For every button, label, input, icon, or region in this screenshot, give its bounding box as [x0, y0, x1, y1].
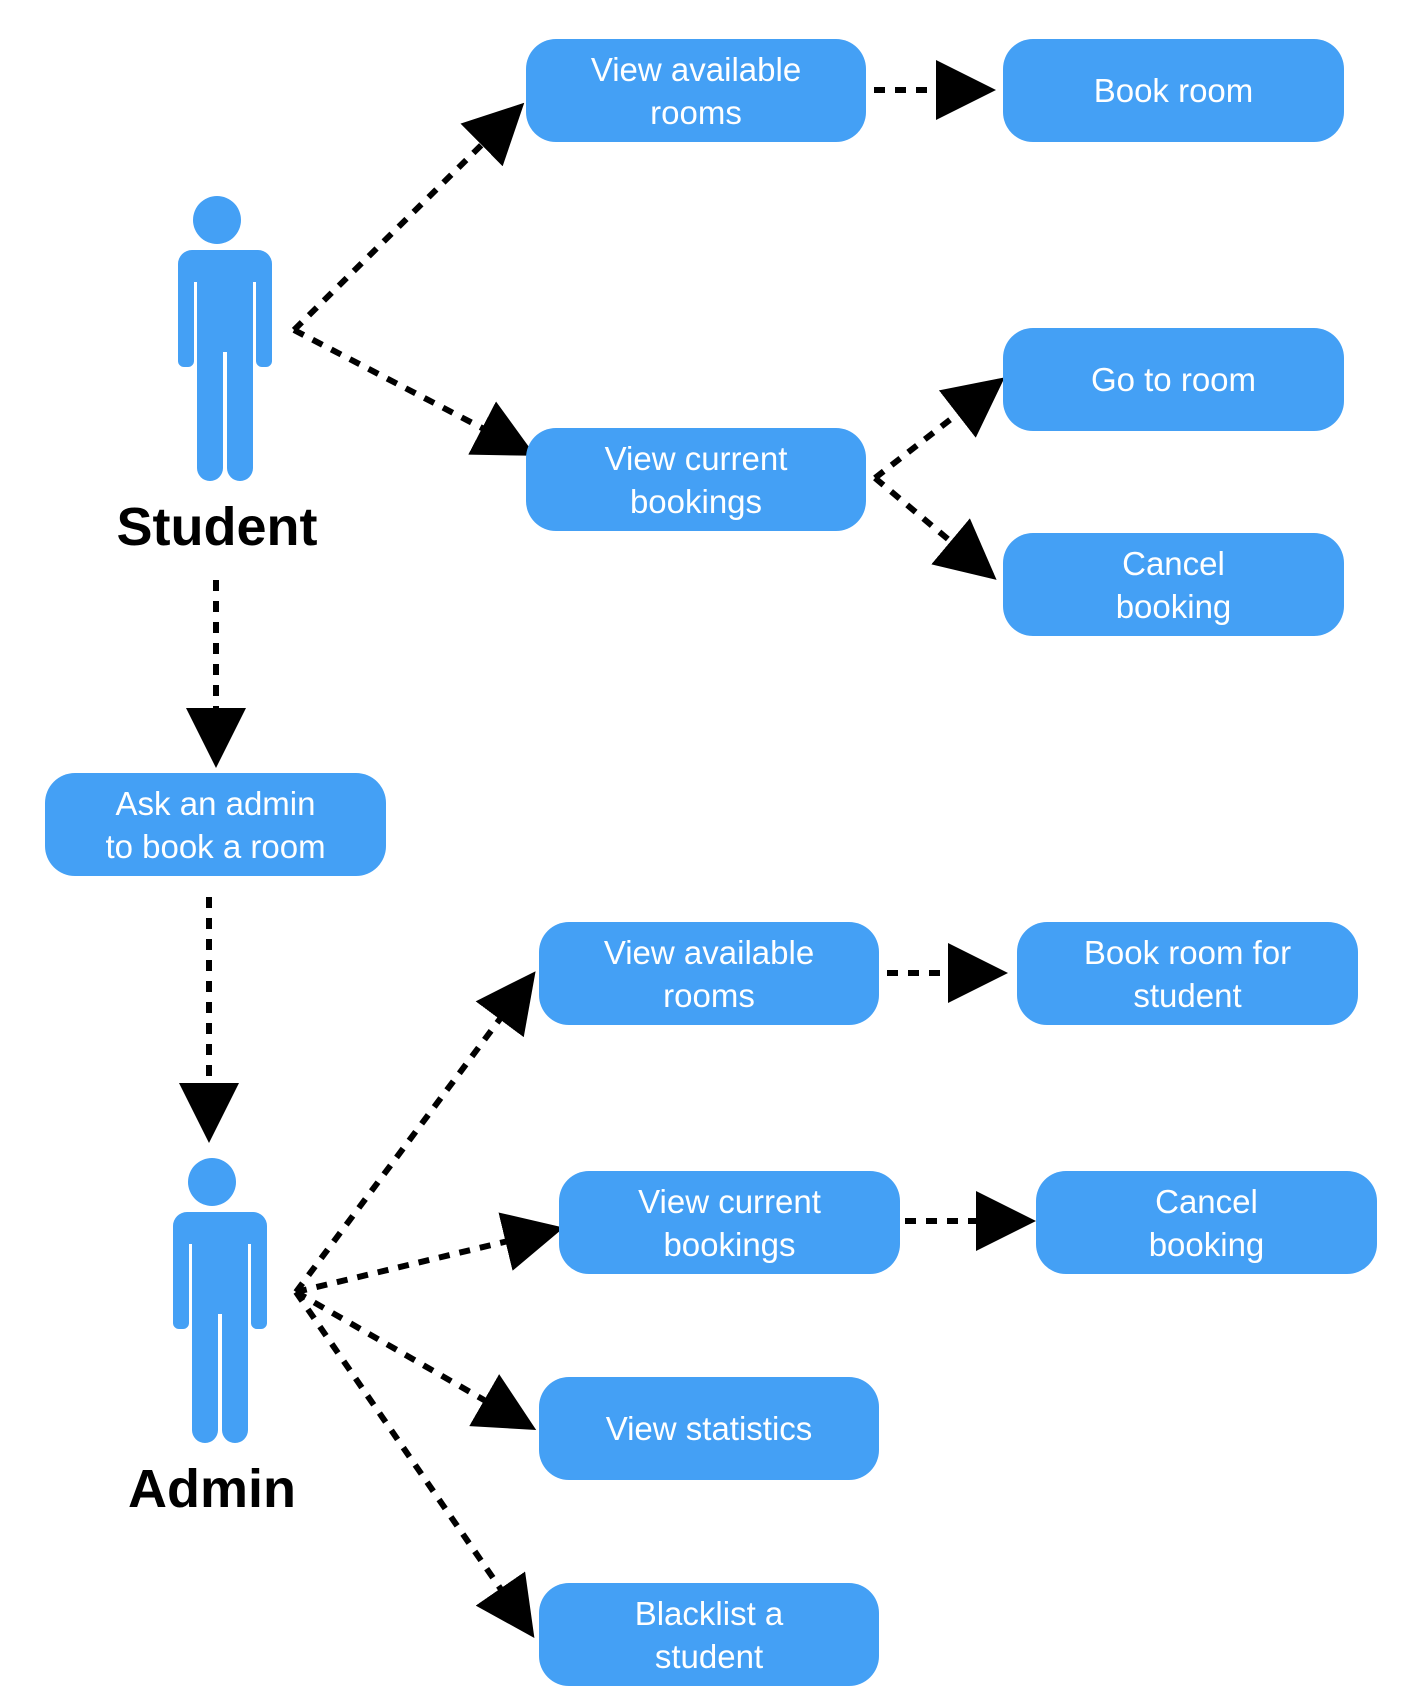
edge-admin-to-a-view-current [295, 1212, 564, 1295]
admin-cancel-booking: Cancel booking [1036, 1171, 1377, 1274]
admin-view-statistics: View statistics [539, 1377, 879, 1480]
edge-student-to-s-view-available [291, 102, 525, 333]
admin-book-room-for-student: Book room for student [1017, 922, 1358, 1025]
admin-view-available-rooms: View available rooms [539, 922, 879, 1025]
ask-admin-node: Ask an admin to book a room [45, 773, 386, 876]
student-person-icon [176, 196, 272, 481]
admin-view-current-bookings: View current bookings [559, 1171, 900, 1274]
edge-s-view-current-to-s-go-to-room [873, 377, 1005, 481]
student-cancel-booking: Cancel booking [1003, 533, 1344, 636]
admin-blacklist-student: Blacklist a student [539, 1583, 879, 1686]
admin-person-icon [171, 1158, 267, 1443]
student-view-available-rooms: View available rooms [526, 39, 866, 142]
edge-student-to-s-view-current [292, 327, 536, 456]
edge-admin-to-a-view-statistics [294, 1289, 537, 1430]
edge-admin-to-a-view-available [293, 971, 536, 1294]
student-label: Student [116, 497, 318, 557]
edge-s-view-current-to-s-cancel-booking [873, 475, 997, 580]
edge-admin-to-a-blacklist [293, 1290, 535, 1638]
student-go-to-room: Go to room [1003, 328, 1344, 431]
student-book-room: Book room [1003, 39, 1344, 142]
admin-label: Admin [128, 1459, 296, 1519]
student-view-current-bookings: View current bookings [526, 428, 866, 531]
